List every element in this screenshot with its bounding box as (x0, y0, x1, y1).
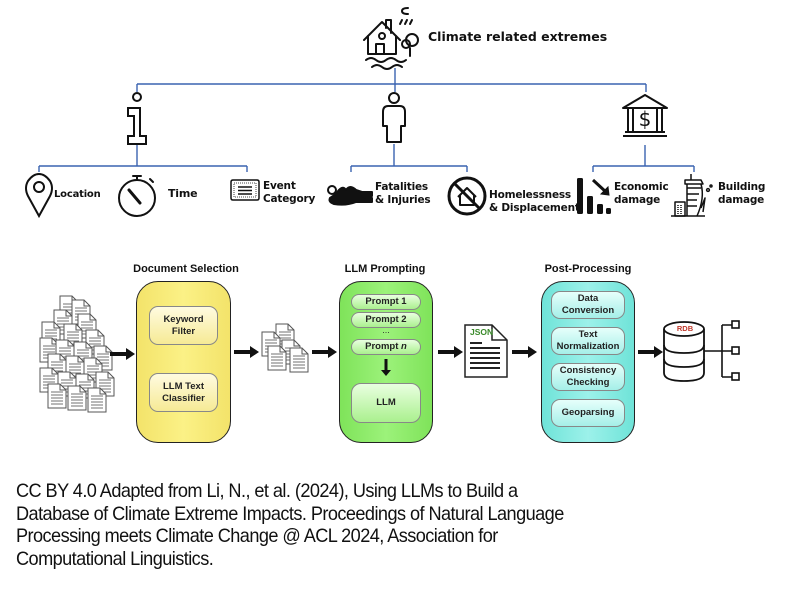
stopwatch-icon (118, 175, 156, 217)
data-conversion-line1: Data (577, 293, 599, 304)
llm-model-step: LLM (351, 383, 421, 423)
arrow-5 (512, 346, 537, 358)
taxonomy-root-label: Climate related extremes (428, 29, 608, 44)
caption-line-1: CC BY 4.0 Adapted from Li, N., et al. (2… (16, 480, 518, 502)
consistency-checking-line1: Consistency (559, 365, 617, 376)
text-normalization-line2: Normalization (556, 341, 620, 352)
caption-line-3: Processing meets Climate Change @ ACL 20… (16, 525, 498, 547)
keyword-filter-line2: Filter (171, 325, 196, 337)
flood-house-icon (363, 7, 419, 70)
leaf-label-fatalities-line2: & Injuries (375, 194, 431, 206)
data-conversion-line2: Conversion (561, 305, 615, 316)
leaf-label-building-line1: Building (718, 181, 766, 193)
geoparsing-label: Geoparsing (561, 407, 615, 418)
arrow-6 (638, 346, 663, 358)
arrow-3 (312, 346, 337, 358)
person-icon (382, 92, 406, 143)
prompt-2: Prompt 2 (351, 312, 421, 328)
document-stack-icon (39, 295, 115, 413)
no-home-icon (447, 176, 487, 216)
leaf-label-economic: Economic damage (614, 181, 669, 207)
llm-prompting-panel: Prompt 1 Prompt 2 ... Prompt n LLM (339, 281, 433, 443)
leaf-label-fatalities-line1: Fatalities (375, 181, 428, 193)
json-document-icon (464, 324, 508, 378)
llm-text-classifier-line2: Classifier (162, 392, 205, 404)
prompt-n: Prompt n (351, 339, 421, 355)
arrow-2 (234, 346, 259, 358)
leaf-label-homelessness-line1: Homelessness (489, 189, 571, 201)
info-icon (127, 92, 147, 145)
leaf-label-event: Event (263, 180, 296, 192)
consistency-checking-line2: Checking (566, 377, 610, 388)
relational-database-icon (663, 320, 740, 382)
leaf-label-location: Location (54, 189, 101, 200)
bank-dollar-icon: $ (622, 94, 668, 137)
declining-chart-icon (577, 178, 611, 214)
geoparsing-step: Geoparsing (551, 399, 625, 427)
rdb-label: RDB (676, 324, 694, 333)
text-normalization-line1: Text (578, 329, 598, 340)
leaf-label-fatalities: Fatalities & Injuries (375, 181, 431, 207)
prompt-ellipsis: ... (382, 325, 390, 335)
stage-title-document-selection: Document Selection (133, 263, 239, 275)
llm-text-classifier-line1: LLM Text (163, 380, 204, 392)
down-arrow-icon (381, 359, 391, 376)
taxonomy-connectors (38, 68, 695, 172)
stage-title-post-processing: Post-Processing (544, 263, 632, 275)
injured-person-icon (327, 185, 373, 206)
caption-line-2: Database of Climate Extreme Impacts. Pro… (16, 502, 564, 525)
filtered-documents-icon (261, 323, 309, 373)
json-label: JSON (470, 327, 494, 337)
prompt-1: Prompt 1 (351, 294, 421, 310)
caption-line-4: Computational Linguistics. (16, 547, 214, 570)
svg-text:$: $ (639, 107, 652, 131)
arrow-1 (110, 348, 135, 360)
leaf-label-building-line2: damage (718, 194, 765, 206)
citation-caption: CC BY 4.0 Adapted from Li, N., et al. (2… (16, 480, 723, 570)
leaf-label-homelessness-line2: & Displacement (489, 202, 580, 214)
arrow-4 (438, 346, 463, 358)
leaf-label-event-category: Event Category (263, 180, 315, 206)
prompt-n-suffix: n (401, 341, 407, 352)
leaf-label-economic-line1: Economic (614, 181, 669, 193)
leaf-label-category: Category (263, 193, 316, 205)
leaf-label-economic-line2: damage (614, 194, 661, 206)
damaged-building-icon (671, 174, 713, 217)
keyword-filter-line1: Keyword (163, 313, 204, 325)
leaf-label-time: Time (168, 187, 198, 200)
leaf-label-homelessness: Homelessness & Displacement (489, 189, 580, 215)
leaf-label-building: Building damage (718, 181, 765, 207)
stage-title-llm-prompting: LLM Prompting (344, 263, 426, 275)
prompt-n-label: Prompt (365, 341, 399, 352)
ticket-icon (230, 179, 260, 201)
location-pin-icon (25, 172, 53, 219)
